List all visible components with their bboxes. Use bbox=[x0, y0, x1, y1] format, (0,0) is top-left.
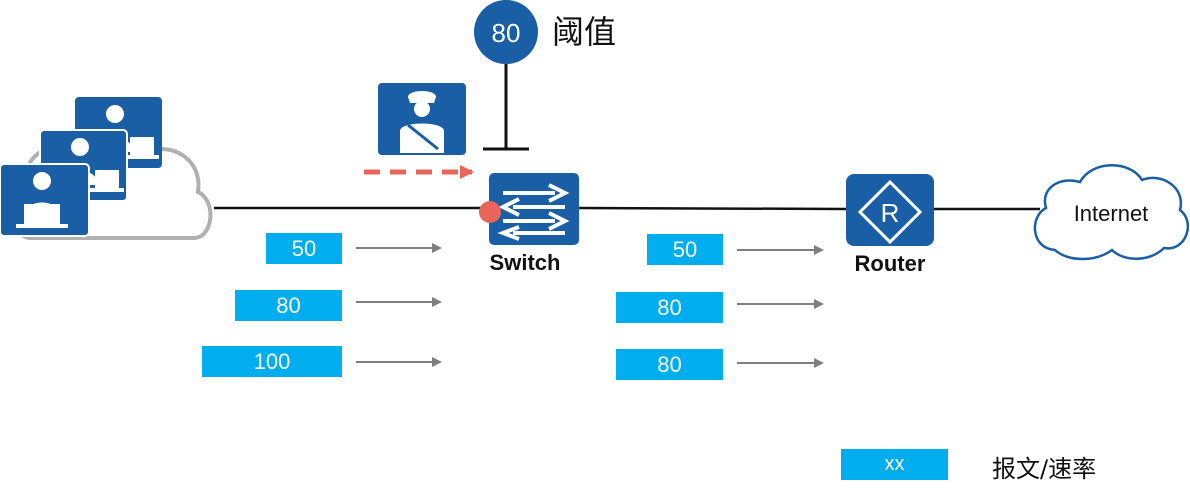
threshold-label: 阈值 bbox=[552, 13, 616, 51]
internet-cloud-icon bbox=[1033, 164, 1190, 261]
incoming-rate-badge: 80 bbox=[235, 290, 342, 321]
police-officer-icon bbox=[378, 83, 466, 155]
router-label: Router bbox=[855, 251, 926, 276]
incoming-rate-badge: 50 bbox=[266, 233, 342, 264]
router-icon: R bbox=[846, 174, 934, 246]
incoming-rate-badge: 100 bbox=[202, 346, 342, 377]
switch-icon bbox=[489, 173, 579, 245]
outgoing-rate-badge: 80 bbox=[616, 292, 723, 323]
legend-sample-badge: xx bbox=[841, 449, 948, 480]
ingress-point-marker bbox=[479, 201, 501, 223]
legend-label: 报文/速率 bbox=[992, 455, 1097, 483]
user-at-computer-icon bbox=[0, 163, 90, 237]
outgoing-rate-badge: 50 bbox=[647, 234, 723, 265]
link-switch-to-router bbox=[578, 206, 847, 211]
svg-text:R: R bbox=[881, 198, 900, 228]
threshold-value: 80 bbox=[492, 18, 521, 48]
outgoing-rate-badge: 80 bbox=[616, 349, 723, 380]
threshold-badge bbox=[474, 0, 538, 64]
switch-label: Switch bbox=[490, 250, 561, 275]
internet-label: Internet bbox=[1074, 201, 1149, 226]
